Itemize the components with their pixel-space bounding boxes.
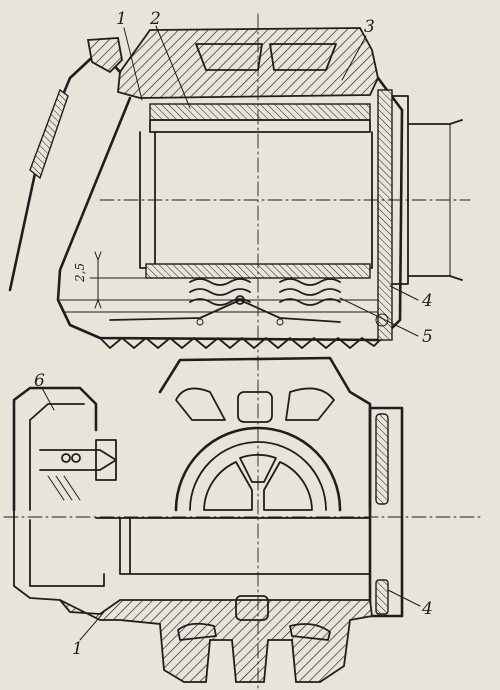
label-part-2: 2 <box>149 9 161 29</box>
right-end-seal <box>377 89 393 341</box>
latch-bar <box>39 449 117 471</box>
label-part-1-bottom: 1 <box>72 639 83 659</box>
upper-section: 2,5 <box>8 13 471 353</box>
leader-3 <box>341 35 367 81</box>
side-cover-inner <box>29 403 85 511</box>
disc-spoke-1 <box>203 461 253 511</box>
leader-4-bottom <box>387 589 421 607</box>
bottom-window-1 <box>177 622 217 641</box>
dim-arrow-top <box>94 251 102 261</box>
dimension-25: 2,5 <box>73 251 151 309</box>
bottom-boss <box>235 595 269 621</box>
spring-coil-2 <box>189 288 251 296</box>
spring-coil-1 <box>189 278 251 286</box>
latch-pin-2 <box>71 453 81 463</box>
lower-top-boss <box>237 391 273 423</box>
spring-pin-2 <box>276 318 284 326</box>
label-part-4-bottom: 4 <box>421 599 433 619</box>
lower-top-window-2 <box>285 387 335 421</box>
lower-section <box>3 355 481 690</box>
spring-coil-4 <box>279 278 341 286</box>
spring-coil-3 <box>189 298 251 306</box>
leader-1-bottom <box>79 611 105 641</box>
lower-housing-inner <box>29 519 105 587</box>
label-part-6: 6 <box>34 371 45 391</box>
leader-6 <box>41 387 55 411</box>
disc-spoke-2 <box>263 461 313 511</box>
lower-top-window-1 <box>175 387 226 421</box>
front-cover <box>8 48 122 292</box>
spring-pack <box>109 278 341 326</box>
base-ribs <box>99 337 381 349</box>
leader-5 <box>339 297 419 337</box>
top-window-right <box>269 43 337 71</box>
latch-springs <box>47 475 81 501</box>
top-casting <box>117 27 379 99</box>
spring-pivot <box>235 295 245 305</box>
right-end-cap <box>368 406 404 618</box>
latch-block <box>95 439 117 481</box>
latch-pin-1 <box>61 453 71 463</box>
leader-4-top <box>389 285 419 301</box>
label-part-5: 5 <box>422 327 433 347</box>
spring-coil-5 <box>279 288 341 296</box>
right-end-seal-lower <box>375 579 389 615</box>
disc-spoke-3 <box>239 454 277 483</box>
cover-seal <box>29 88 69 180</box>
label-part-4-top: 4 <box>421 291 433 311</box>
spring-coil-6 <box>279 298 341 306</box>
label-part-1-top: 1 <box>116 9 127 29</box>
leader-1-top <box>123 27 143 101</box>
seal-ring <box>375 313 389 327</box>
lower-drum <box>95 517 371 575</box>
callouts: 1 2 3 4 5 6 4 1 <box>34 9 433 659</box>
side-cover <box>12 386 98 512</box>
right-flange <box>391 95 409 285</box>
label-part-3: 3 <box>364 17 375 37</box>
hinge-bracket <box>86 37 123 74</box>
lower-housing-left <box>13 509 61 601</box>
leader-2 <box>155 25 191 109</box>
bottom-window-2 <box>289 623 331 641</box>
upper-liner <box>149 103 371 121</box>
dim-arrow-bottom <box>94 299 102 309</box>
spring-pin-1 <box>196 318 204 326</box>
right-end-seal-upper <box>375 413 389 505</box>
leaders <box>41 25 421 641</box>
upper-liner-inner <box>149 119 371 133</box>
dim-text: 2,5 <box>73 263 87 283</box>
latch-mechanism <box>39 439 117 501</box>
spring-lever <box>109 299 341 323</box>
bottom-casting <box>59 599 373 683</box>
